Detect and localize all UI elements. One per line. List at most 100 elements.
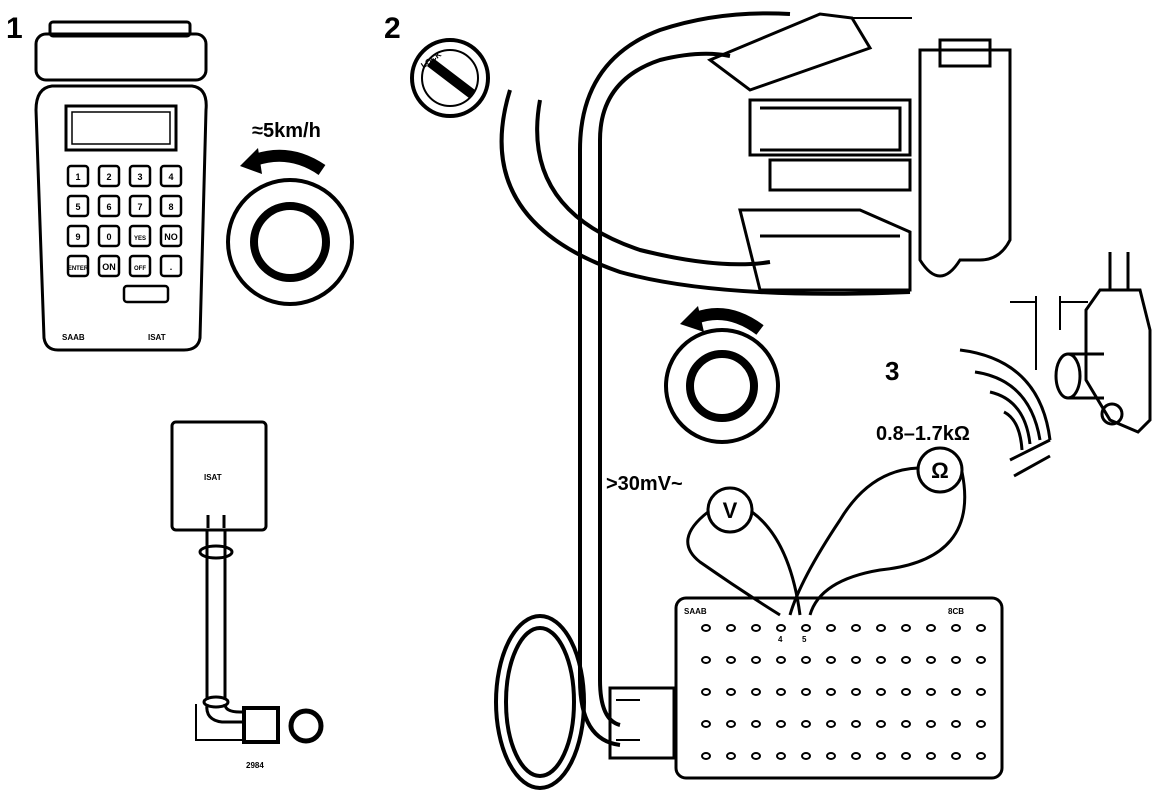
tester-key: [66, 224, 90, 248]
breakout-pin: [951, 624, 961, 632]
tester-key-label: 9: [75, 232, 80, 242]
tester-key: [159, 224, 183, 248]
breakout-pin: [926, 624, 936, 632]
breakout-pin: [851, 752, 861, 760]
breakout-pin: [851, 688, 861, 696]
connector-housing: [707, 12, 1012, 292]
breakout-pin: [826, 624, 836, 632]
wheel-speed-sensor: [1054, 252, 1152, 434]
breakout-pin: [701, 624, 711, 632]
breakout-pin: [876, 688, 886, 696]
tester-key: [159, 194, 183, 218]
breakout-pin: [701, 720, 711, 728]
tester-key-label: NO: [164, 232, 178, 242]
step-number-3: 3: [885, 356, 899, 386]
breakout-pin: [951, 656, 961, 664]
breakout-pin: [901, 656, 911, 664]
tester-key: [97, 164, 121, 188]
tester-key-label: 4: [168, 172, 173, 182]
breakout-pin: [901, 720, 911, 728]
breakout-pin: [776, 720, 786, 728]
tester-key-label: ENTER: [68, 266, 89, 272]
tester-key: [128, 164, 152, 188]
breakout-pin: [776, 624, 786, 632]
handheld-tester: [34, 20, 208, 352]
breakout-pin: [776, 752, 786, 760]
toothed-reluctor-ring: [959, 348, 1052, 478]
breakout-pin: [876, 656, 886, 664]
breakout-pin: [726, 752, 736, 760]
breakout-pin: [951, 752, 961, 760]
breakout-pin: [801, 656, 811, 664]
step-number-2: 2: [384, 12, 401, 45]
breakout-pin: [876, 752, 886, 760]
breakout-pin: [751, 688, 761, 696]
breakout-pin: [826, 656, 836, 664]
breakout-pin: [726, 720, 736, 728]
tester-key: [159, 164, 183, 188]
tester-key: [66, 254, 90, 278]
breakout-pin: [726, 624, 736, 632]
breakout-pin: [976, 656, 986, 664]
tester-key-label: 7: [137, 202, 142, 212]
breakout-pin: [926, 752, 936, 760]
tester-key: [159, 254, 183, 278]
wiring-harness: [499, 11, 911, 747]
control-unit-label: ISAT: [204, 473, 222, 482]
tester-key-label: OFF: [134, 266, 146, 272]
tester-key-label: 6: [106, 202, 111, 212]
voltmeter-symbol: V: [723, 498, 738, 523]
tester-key: [128, 194, 152, 218]
tester-model: ISAT: [148, 333, 166, 342]
breakout-pin-b: 5: [802, 635, 807, 644]
breakout-pin: [801, 752, 811, 760]
tester-key-label: 5: [75, 202, 80, 212]
breakout-pin: [976, 752, 986, 760]
tester-brand: SAAB: [62, 333, 85, 342]
tester-key: [97, 254, 121, 278]
ohmmeter-symbol: Ω: [931, 458, 949, 483]
tester-key: [128, 224, 152, 248]
tester-key: [97, 194, 121, 218]
tester-key-wide: [122, 284, 170, 304]
tester-key-label: 1: [75, 172, 80, 182]
control-unit-code: 2984: [246, 761, 264, 770]
tester-key-label: 0: [106, 232, 111, 242]
meter-probe-leads: [686, 466, 967, 617]
breakout-pin: [926, 688, 936, 696]
voltage-threshold-label: >30mV~: [606, 473, 683, 495]
breakout-pin: [876, 720, 886, 728]
breakout-pin: [926, 720, 936, 728]
tester-key-label: .: [170, 262, 173, 272]
tester-key: [97, 224, 121, 248]
tester-key: [66, 164, 90, 188]
sensor-air-gap-gauge: [1010, 296, 1088, 370]
breakout-pin: [901, 752, 911, 760]
breakout-pin: [701, 688, 711, 696]
tester-key: [128, 254, 152, 278]
breakout-pin: [801, 624, 811, 632]
breakout-pin: [876, 624, 886, 632]
breakout-pins: [701, 624, 986, 760]
breakout-pin: [726, 656, 736, 664]
wheel-rotation-arrow-1: [240, 148, 326, 176]
wheel-rotation-arrow-2: [680, 306, 764, 335]
ohmmeter: Ω: [916, 446, 964, 494]
breakout-pin: [976, 688, 986, 696]
breakout-pin: [926, 656, 936, 664]
breakout-pin: [951, 688, 961, 696]
ignition-lock: [410, 38, 490, 118]
breakout-pin: [826, 752, 836, 760]
tester-key-label: YES: [134, 236, 146, 242]
speed-label: ≈5km/h: [252, 120, 321, 142]
voltmeter: V: [706, 486, 754, 534]
wheel-1: [226, 178, 354, 306]
cable-loop: [494, 614, 586, 790]
breakout-pin: [751, 624, 761, 632]
breakout-box: [608, 596, 1004, 780]
tester-key-label: ON: [102, 262, 116, 272]
breakout-pin: [801, 688, 811, 696]
tester-cable: [195, 515, 324, 744]
